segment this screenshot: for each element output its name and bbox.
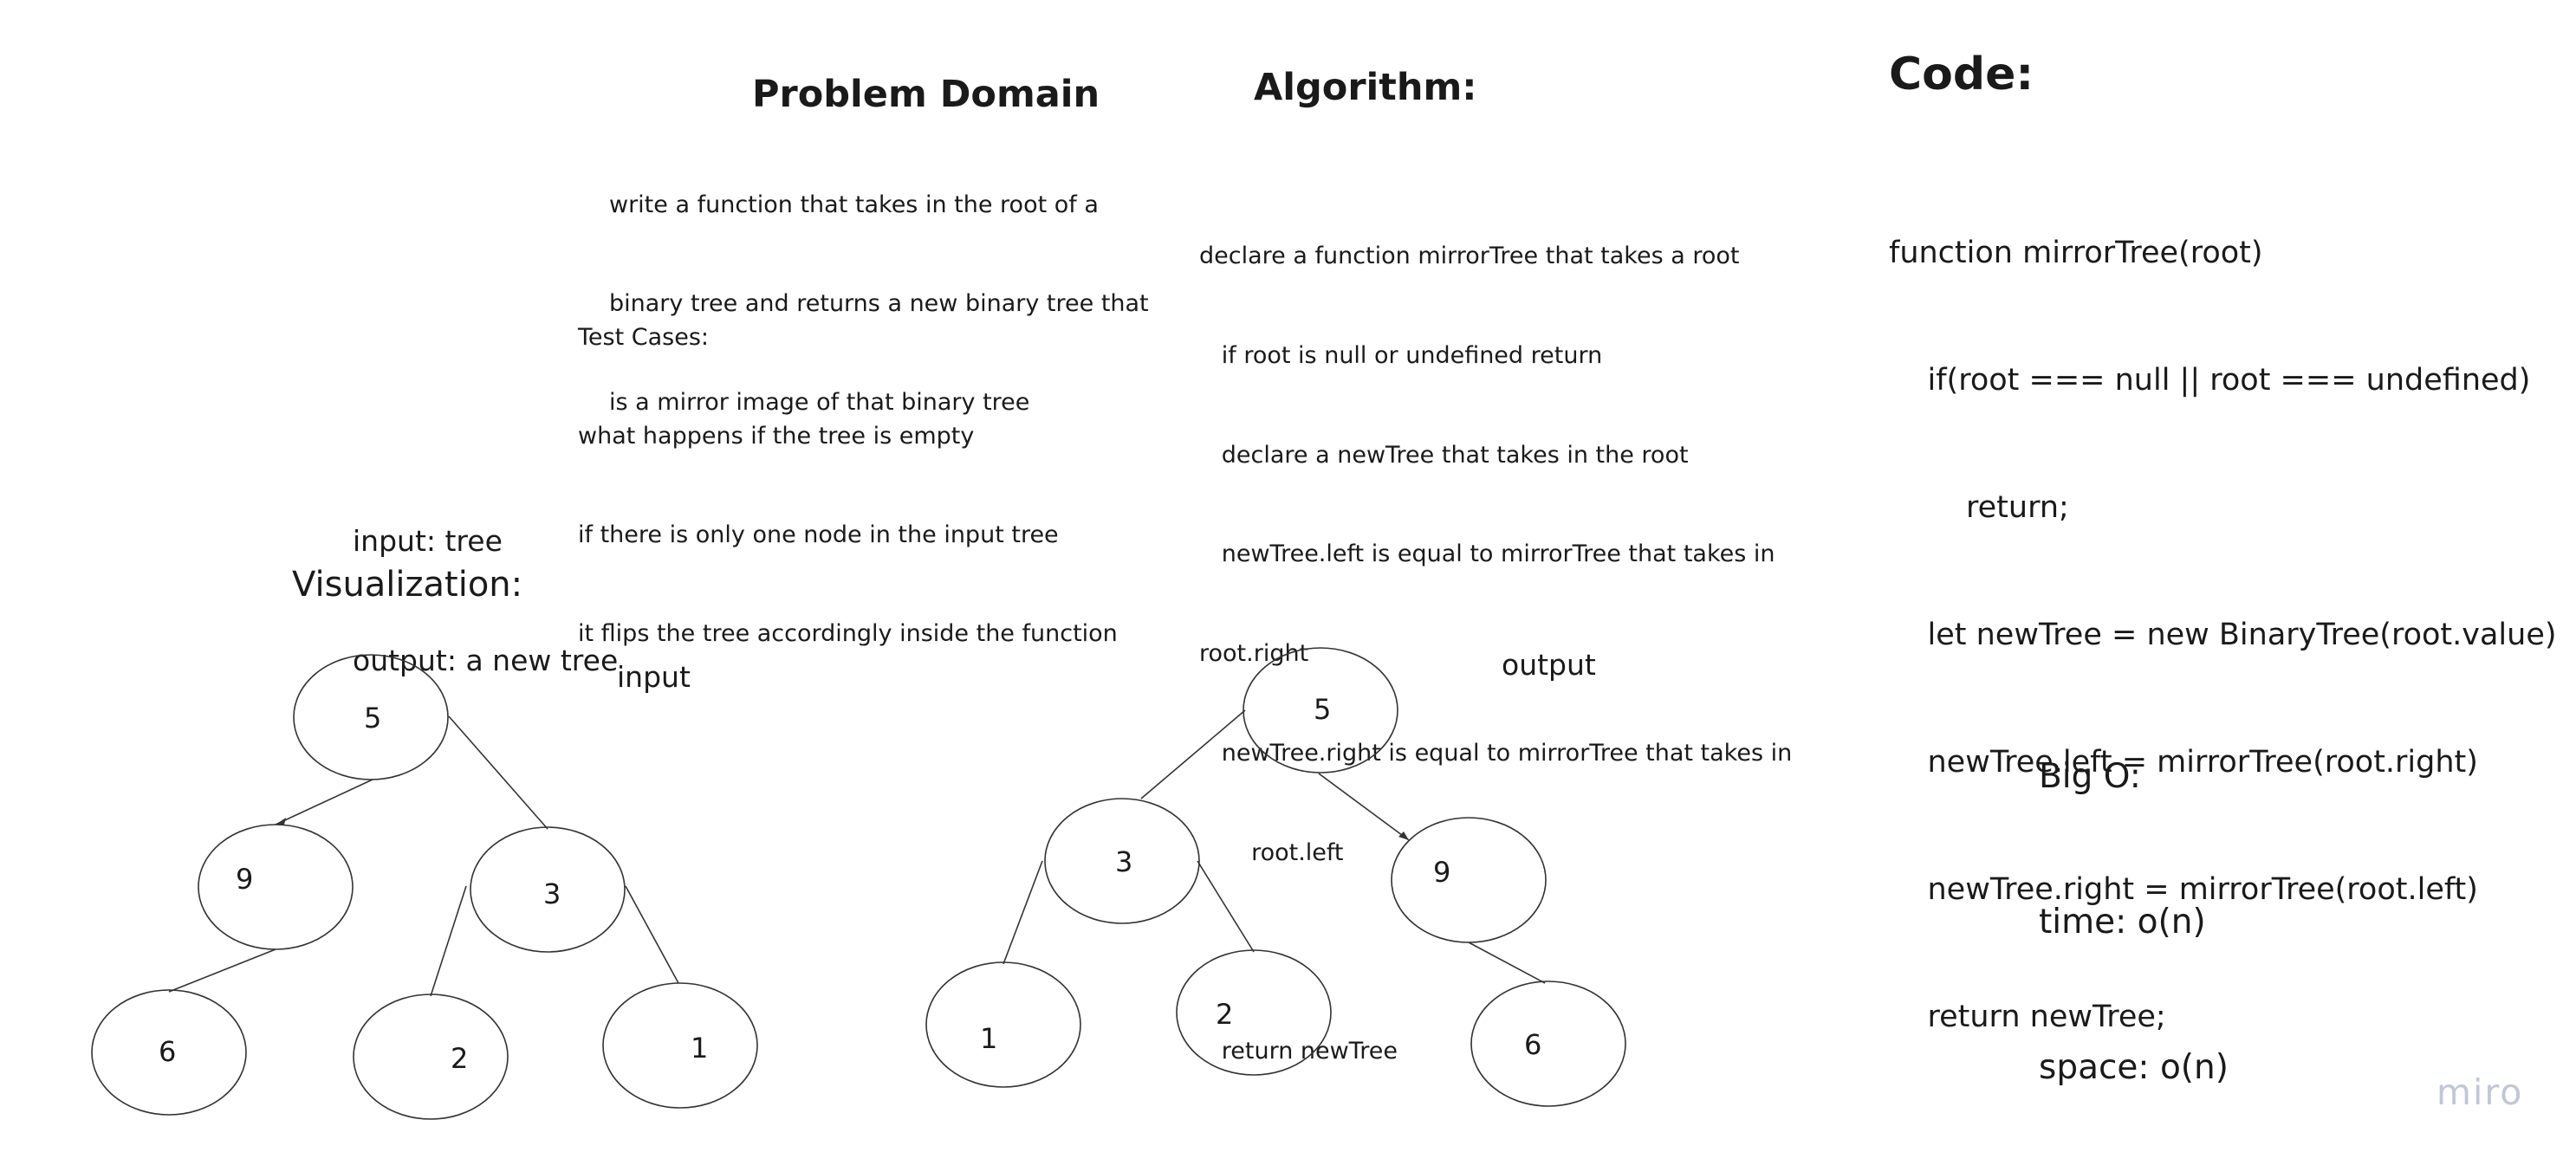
input-edge-9-6 xyxy=(168,948,276,993)
algorithm-line: newTree.right is equal to mirrorTree tha… xyxy=(1199,739,1793,767)
code-line: let newTree = new BinaryTree(root.value) xyxy=(1889,618,2557,652)
output-node-2 xyxy=(1176,949,1332,1076)
code-line: if(root === null || root === undefined) xyxy=(1889,363,2531,398)
big-o-line: time: o(n) xyxy=(2039,903,2206,942)
test-cases-line: it flips the tree accordingly inside the… xyxy=(578,620,1118,647)
input-node-2 xyxy=(353,993,509,1120)
big-o-line: Big O: xyxy=(2039,757,2141,796)
output-node-2-label: 2 xyxy=(1216,998,1233,1031)
input-node-6-label: 6 xyxy=(159,1035,176,1068)
output-node-9-label: 9 xyxy=(1433,856,1450,889)
input-description: input: tree xyxy=(353,524,503,558)
big-o: Big O: time: o(n) space: o(n) xyxy=(2039,656,2229,1141)
input-node-1-label: 1 xyxy=(691,1032,708,1065)
input-node-3-label: 3 xyxy=(543,877,561,910)
input-node-5-label: 5 xyxy=(364,702,381,735)
problem-description-line: is a mirror image of that binary tree xyxy=(609,389,1030,416)
code-line: newTree.left = mirrorTree(root.right) xyxy=(1889,745,2478,780)
input-arrowhead xyxy=(276,818,286,825)
output-edge-3-1 xyxy=(1002,860,1043,965)
input-node-2-label: 2 xyxy=(451,1042,468,1075)
output-node-1 xyxy=(925,961,1081,1088)
problem-description: write a function that takes in the root … xyxy=(609,123,1149,452)
code-heading: Code: xyxy=(1889,49,2034,100)
input-node-9 xyxy=(198,824,354,950)
output-edge-5-3 xyxy=(1140,709,1246,799)
output-node-1-label: 1 xyxy=(980,1022,997,1055)
visualization-heading: Visualization: xyxy=(292,565,523,605)
output-arrowhead xyxy=(1398,832,1409,840)
output-node-3 xyxy=(1044,798,1200,924)
output-tree-label: output xyxy=(1502,648,1596,682)
problem-description-line: write a function that takes in the root … xyxy=(609,191,1099,218)
code-line: newTree.right = mirrorTree(root.left) xyxy=(1889,872,2478,907)
input-node-6 xyxy=(91,989,247,1116)
code-block: function mirrorTree(root) if(root === nu… xyxy=(1889,147,2557,1081)
output-node-6 xyxy=(1470,981,1626,1107)
miro-watermark: miro xyxy=(2436,1071,2524,1113)
io-description: input: tree output: a new tree xyxy=(353,442,618,721)
problem-description-line: binary tree and returns a new binary tre… xyxy=(609,290,1149,317)
problem-domain-heading: Problem Domain xyxy=(752,73,1100,116)
code-line: return; xyxy=(1889,490,2069,525)
output-edge-5-9 xyxy=(1318,773,1410,841)
code-line: function mirrorTree(root) xyxy=(1889,236,2263,270)
algorithm-line: declare a newTree that takes in the root xyxy=(1199,441,1689,469)
algorithm-line: declare a function mirrorTree that takes… xyxy=(1199,243,1740,269)
algorithm-line: root.right xyxy=(1199,640,1309,668)
output-node-6-label: 6 xyxy=(1524,1028,1541,1061)
test-cases-line: if there is only one node in the input t… xyxy=(578,521,1059,548)
input-edge-3-2 xyxy=(430,885,467,997)
test-cases-line: what happens if the tree is empty xyxy=(578,423,975,450)
output-node-5-label: 5 xyxy=(1314,693,1331,726)
big-o-line: space: o(n) xyxy=(2039,1048,2229,1087)
algorithm-line: return newTree xyxy=(1199,1038,1398,1065)
algorithm-line: newTree.left is equal to mirrorTree that… xyxy=(1199,540,1775,568)
output-node-3-label: 3 xyxy=(1115,845,1132,878)
input-edge-5-3 xyxy=(448,715,548,830)
output-node-5 xyxy=(1243,647,1398,773)
input-tree-label: input xyxy=(617,660,691,694)
output-node-9 xyxy=(1391,817,1547,943)
output-edge-3-2 xyxy=(1197,860,1255,953)
input-edge-5-9 xyxy=(275,779,373,825)
algorithm-line: root.left xyxy=(1199,838,1344,866)
input-node-3 xyxy=(470,826,626,953)
algorithm-heading: Algorithm: xyxy=(1254,66,1477,109)
test-cases: Test Cases: what happens if the tree is … xyxy=(578,256,1118,683)
algorithm-line: if root is null or undefined return xyxy=(1199,341,1603,369)
output-edge-9-6 xyxy=(1468,942,1546,984)
input-node-1 xyxy=(602,982,758,1109)
input-node-9-label: 9 xyxy=(236,863,253,896)
algorithm-steps: declare a function mirrorTree that takes… xyxy=(1199,174,1792,1102)
code-line: return newTree; xyxy=(1889,1000,2166,1034)
input-node-5 xyxy=(293,654,449,780)
test-cases-line: Test Cases: xyxy=(578,324,709,351)
input-edge-3-1 xyxy=(625,885,679,984)
